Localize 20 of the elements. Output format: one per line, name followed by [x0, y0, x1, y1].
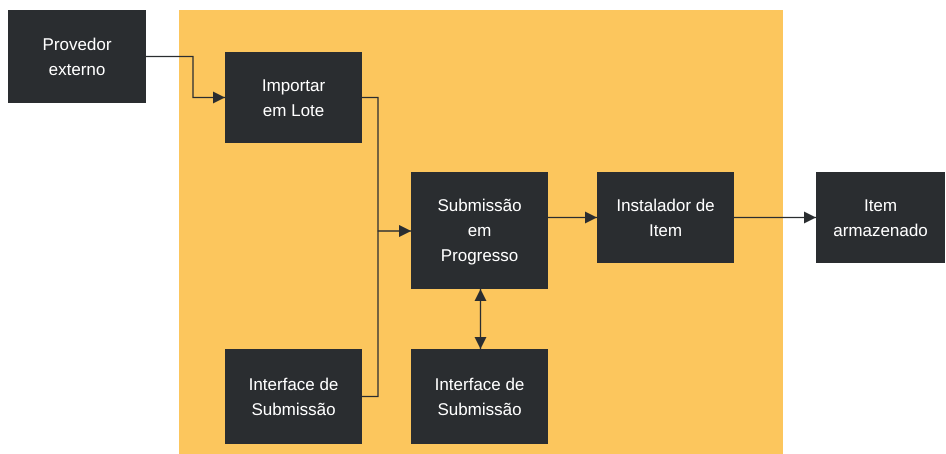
box-label: Interface de Submissão	[434, 374, 526, 420]
arrow	[548, 212, 597, 224]
box-label: Interface de Submissão	[248, 374, 340, 420]
arrow	[362, 225, 411, 398]
process-box	[411, 172, 548, 289]
process-box	[597, 172, 734, 263]
process-box	[8, 10, 146, 103]
box-label: Instalador de Item	[616, 194, 716, 242]
box-label: Submissão em Progresso	[436, 195, 523, 267]
process-box	[225, 52, 362, 143]
arrow	[734, 212, 816, 224]
process-box	[816, 172, 945, 263]
arrow	[146, 56, 225, 104]
group-panel	[179, 10, 783, 454]
process-box	[225, 349, 362, 444]
process-box	[411, 349, 548, 444]
box-label: Item armazenado	[832, 194, 929, 242]
arrow	[474, 289, 486, 349]
box-label: Provedor externo	[42, 34, 112, 80]
box-label: Importar em Lote	[260, 74, 326, 122]
